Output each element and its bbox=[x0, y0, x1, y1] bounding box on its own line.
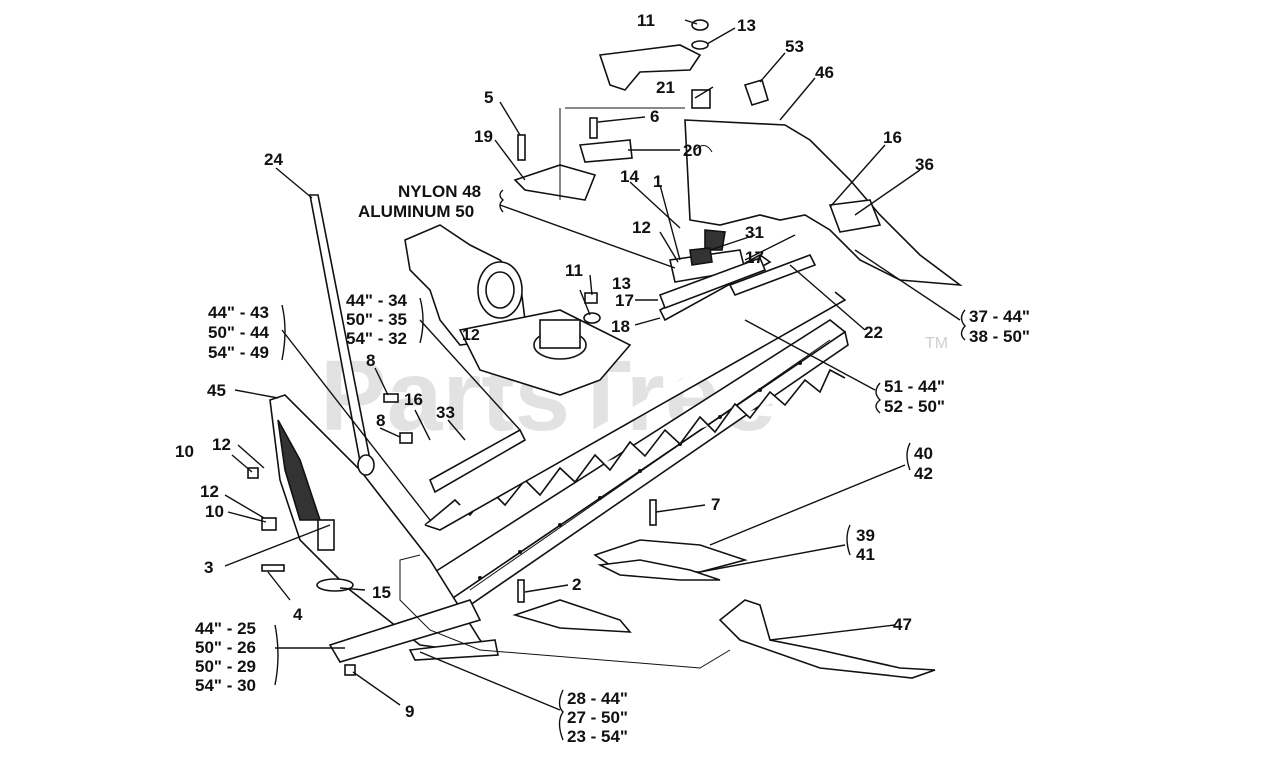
guard-bracket bbox=[828, 199, 882, 233]
callout-16-right: 16 bbox=[883, 128, 902, 147]
callout-9: 9 bbox=[405, 702, 414, 721]
side-arm bbox=[718, 599, 936, 679]
callout-26: 50" - 26 bbox=[195, 638, 256, 657]
callout-21: 21 bbox=[656, 78, 675, 97]
callout-12-upper-left: 12 bbox=[212, 435, 231, 454]
callout-3: 3 bbox=[204, 558, 213, 577]
callout-22: 22 bbox=[864, 323, 883, 342]
callout-19: 19 bbox=[474, 127, 493, 146]
callout-6: 6 bbox=[650, 107, 659, 126]
callout-14: 14 bbox=[620, 167, 639, 186]
callout-37: 37 - 44" bbox=[969, 307, 1030, 326]
top-bracket bbox=[598, 19, 769, 109]
callout-44: 50" - 44 bbox=[208, 323, 270, 342]
callout-20: 20 bbox=[683, 141, 702, 160]
callout-49: 54" - 49 bbox=[208, 343, 269, 362]
callout-4: 4 bbox=[293, 605, 303, 624]
callout-7: 7 bbox=[711, 495, 720, 514]
watermark-trademark: TM bbox=[925, 335, 948, 352]
braces bbox=[274, 189, 966, 741]
housing-label-12: 12 bbox=[462, 327, 480, 344]
fasteners bbox=[247, 292, 657, 676]
callout-13-mid: 13 bbox=[612, 274, 631, 293]
callout-42: 42 bbox=[914, 464, 933, 483]
callout-32: 54" - 32 bbox=[346, 329, 407, 348]
callout-labels: 11 13 53 46 21 5 6 19 20 16 36 24 NYLON … bbox=[175, 11, 1030, 746]
callout-41: 41 bbox=[856, 545, 875, 564]
callout-18: 18 bbox=[611, 317, 630, 336]
callout-34: 44" - 34 bbox=[346, 291, 408, 310]
callout-31: 31 bbox=[745, 223, 764, 242]
leader-lines bbox=[224, 19, 961, 711]
callout-12-center: 12 bbox=[632, 218, 651, 237]
callout-36: 36 bbox=[915, 155, 934, 174]
rod bbox=[309, 194, 375, 476]
callout-51: 51 - 44" bbox=[884, 377, 945, 396]
cover-plate bbox=[684, 119, 963, 287]
callout-5: 5 bbox=[484, 88, 493, 107]
bracket-19-20 bbox=[513, 117, 633, 201]
callout-17-mid: 17 bbox=[615, 291, 634, 310]
callout-16-left: 16 bbox=[404, 390, 423, 409]
parts-artwork bbox=[247, 19, 963, 679]
clamp-plate bbox=[658, 247, 817, 310]
callout-8-lower: 8 bbox=[376, 411, 385, 430]
callout-28: 28 - 44" bbox=[567, 689, 628, 708]
callout-2: 2 bbox=[572, 575, 581, 594]
callout-nylon-48: NYLON 48 bbox=[398, 182, 481, 201]
callout-10-upper: 10 bbox=[175, 442, 194, 461]
callout-10-lower: 10 bbox=[205, 502, 224, 521]
callout-24: 24 bbox=[264, 150, 283, 169]
callout-12-lower-left: 12 bbox=[200, 482, 219, 501]
callout-8-upper: 8 bbox=[366, 351, 375, 370]
callout-40: 40 bbox=[914, 444, 933, 463]
callout-25: 44" - 25 bbox=[195, 619, 256, 638]
callout-43: 44" - 43 bbox=[208, 303, 269, 322]
callout-17-right: 17 bbox=[745, 248, 764, 267]
callout-47: 47 bbox=[893, 615, 912, 634]
callout-23: 23 - 54" bbox=[567, 727, 628, 746]
callout-52: 52 - 50" bbox=[884, 397, 945, 416]
callout-13-top: 13 bbox=[737, 16, 756, 35]
callout-39: 39 bbox=[856, 526, 875, 545]
callout-38: 38 - 50" bbox=[969, 327, 1030, 346]
guard-pieces bbox=[512, 539, 748, 633]
callout-53: 53 bbox=[785, 37, 804, 56]
callout-11-mid: 11 bbox=[565, 261, 583, 280]
callout-1: 1 bbox=[653, 172, 662, 191]
callout-29: 50" - 29 bbox=[195, 657, 256, 676]
callout-11-top: 11 bbox=[637, 11, 655, 30]
cutter-bar bbox=[428, 319, 849, 614]
callout-27: 27 - 50" bbox=[567, 708, 628, 727]
callout-35: 50" - 35 bbox=[346, 310, 407, 329]
callout-33: 33 bbox=[436, 403, 455, 422]
gearbox-housing bbox=[404, 224, 632, 396]
callout-30: 54" - 30 bbox=[195, 676, 256, 695]
callout-45: 45 bbox=[207, 381, 226, 400]
callout-aluminum-50: ALUMINUM 50 bbox=[358, 202, 474, 221]
callout-15: 15 bbox=[372, 583, 391, 602]
callout-46: 46 bbox=[815, 63, 834, 82]
